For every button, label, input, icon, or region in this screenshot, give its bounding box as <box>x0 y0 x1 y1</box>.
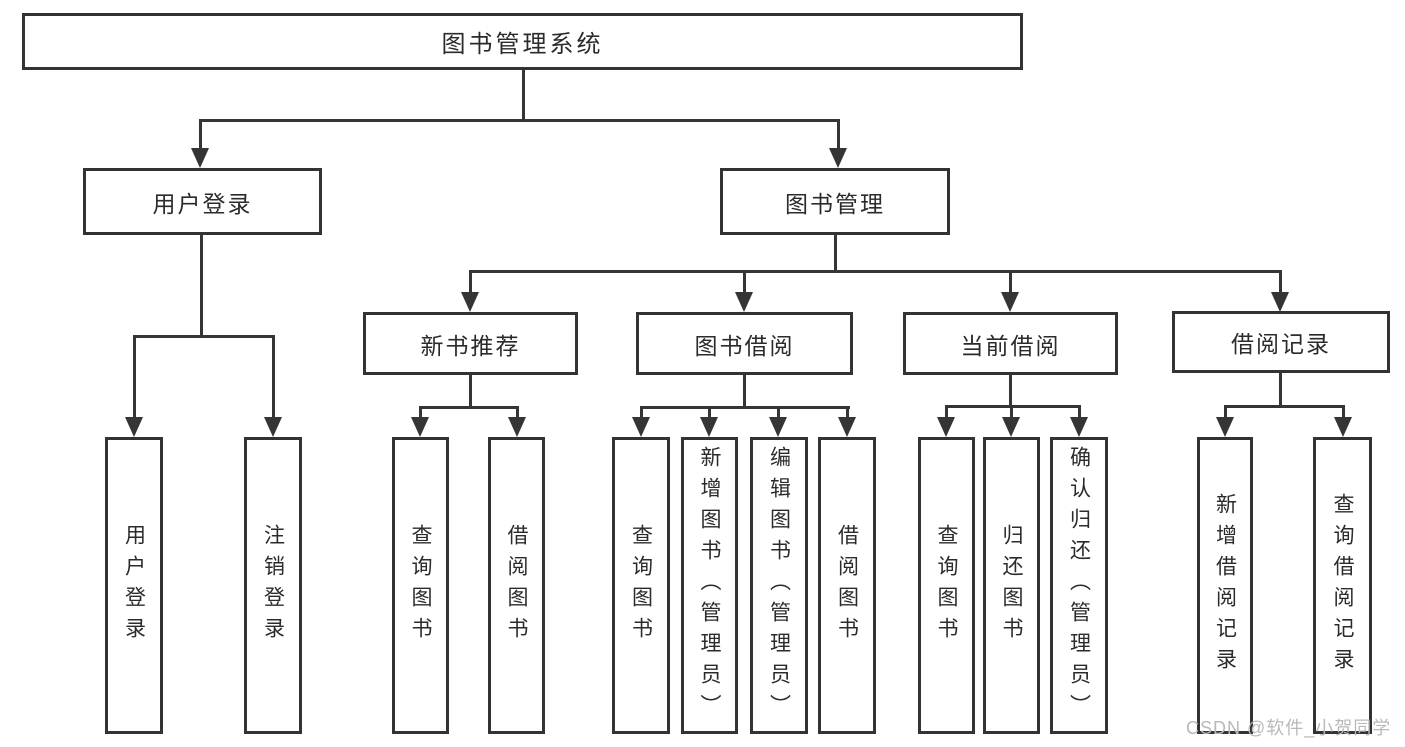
connector-line <box>1342 405 1345 420</box>
connector-line <box>200 235 203 337</box>
leaf-borrow-books: 借阅图书 <box>818 437 876 734</box>
connector-line <box>1009 270 1012 296</box>
leaf-add-borrow-record: 新增借阅记录 <box>1197 437 1253 734</box>
node-label: 借阅图书 <box>835 523 859 648</box>
arrow-down-icon <box>508 417 526 437</box>
node-label: 图书管理 <box>785 190 885 217</box>
arrow-down-icon <box>264 417 282 437</box>
node-label: 查询图书 <box>409 523 433 648</box>
connector-line <box>522 70 525 121</box>
node-book-management: 图书管理 <box>720 168 950 235</box>
connector-line <box>272 335 275 420</box>
leaf-query-books-borrowing: 查询图书 <box>612 437 670 734</box>
connector-line <box>1279 270 1282 296</box>
connector-line <box>469 375 472 409</box>
node-label: 借阅图书 <box>505 523 529 648</box>
leaf-add-books-admin: 新增图书（管理员） <box>681 437 738 734</box>
node-book-borrowing: 图书借阅 <box>636 312 853 375</box>
leaf-edit-books-admin: 编辑图书（管理员） <box>750 437 808 734</box>
connector-line <box>1010 405 1013 420</box>
arrow-down-icon <box>937 417 955 437</box>
connector-line <box>199 119 840 122</box>
node-label: 图书管理系统 <box>441 31 604 58</box>
connector-line <box>640 406 850 409</box>
leaf-user-login: 用户登录 <box>105 437 163 734</box>
connector-line <box>1224 405 1345 408</box>
connector-line <box>419 406 519 409</box>
leaf-return-books: 归还图书 <box>983 437 1040 734</box>
arrow-down-icon <box>1271 292 1289 312</box>
arrow-down-icon <box>191 148 209 168</box>
connector-line <box>419 406 422 420</box>
arrow-down-icon <box>1001 292 1019 312</box>
connector-line <box>469 270 472 296</box>
arrow-down-icon <box>632 417 650 437</box>
leaf-query-borrow-record: 查询借阅记录 <box>1313 437 1372 734</box>
connector-line <box>945 405 1081 408</box>
arrow-down-icon <box>1070 417 1088 437</box>
leaf-query-books-current: 查询图书 <box>918 437 975 734</box>
arrow-down-icon <box>700 417 718 437</box>
node-current-borrowing: 当前借阅 <box>903 312 1118 375</box>
node-label: 查询借阅记录 <box>1331 492 1355 679</box>
node-label: 用户登录 <box>122 523 146 648</box>
leaf-query-books-recommend: 查询图书 <box>392 437 449 734</box>
arrow-down-icon <box>125 417 143 437</box>
arrow-down-icon <box>461 292 479 312</box>
connector-line <box>743 375 746 409</box>
node-label: 确认归还（管理员） <box>1067 446 1091 725</box>
node-label: 编辑图书（管理员） <box>767 446 791 725</box>
node-new-book-recommendation: 新书推荐 <box>363 312 578 375</box>
connector-line <box>133 335 275 338</box>
node-label: 查询图书 <box>935 523 959 648</box>
leaf-borrow-books-recommend: 借阅图书 <box>488 437 545 734</box>
connector-line <box>777 406 780 420</box>
arrow-down-icon <box>829 148 847 168</box>
node-label: 新增借阅记录 <box>1213 492 1237 679</box>
node-label: 图书借阅 <box>694 332 795 359</box>
node-label: 当前借阅 <box>960 332 1061 359</box>
leaf-confirm-return-admin: 确认归还（管理员） <box>1050 437 1108 734</box>
csdn-watermark: CSDN @软件_小贺同学 <box>1186 718 1392 738</box>
arrow-down-icon <box>735 292 753 312</box>
connector-line <box>1078 405 1081 420</box>
connector-line <box>640 406 643 420</box>
connector-line <box>469 270 1282 273</box>
connector-line <box>1224 405 1227 420</box>
connector-line <box>1279 373 1282 407</box>
connector-line <box>743 270 746 296</box>
arrow-down-icon <box>1216 417 1234 437</box>
connector-line <box>516 406 519 420</box>
node-label: 注销登录 <box>261 523 285 648</box>
connector-line <box>846 406 849 420</box>
arrow-down-icon <box>838 417 856 437</box>
node-label: 用户登录 <box>152 190 253 217</box>
arrow-down-icon <box>769 417 787 437</box>
node-label: 归还图书 <box>1000 523 1024 648</box>
connector-line <box>1009 375 1012 407</box>
arrow-down-icon <box>1002 417 1020 437</box>
node-label: 查询图书 <box>629 523 653 648</box>
connector-line <box>834 235 837 273</box>
node-label: 借阅记录 <box>1231 331 1331 357</box>
connector-line <box>837 119 840 150</box>
connector-line <box>708 406 711 420</box>
node-borrowing-records: 借阅记录 <box>1172 311 1390 373</box>
arrow-down-icon <box>1334 417 1352 437</box>
leaf-logout: 注销登录 <box>244 437 302 734</box>
node-label: 新增图书（管理员） <box>698 446 722 725</box>
connector-line <box>945 405 948 420</box>
node-library-management-system: 图书管理系统 <box>22 13 1023 70</box>
arrow-down-icon <box>411 417 429 437</box>
connector-line <box>133 335 136 420</box>
node-user-login: 用户登录 <box>83 168 322 235</box>
node-label: 新书推荐 <box>420 332 521 359</box>
connector-line <box>199 119 202 150</box>
